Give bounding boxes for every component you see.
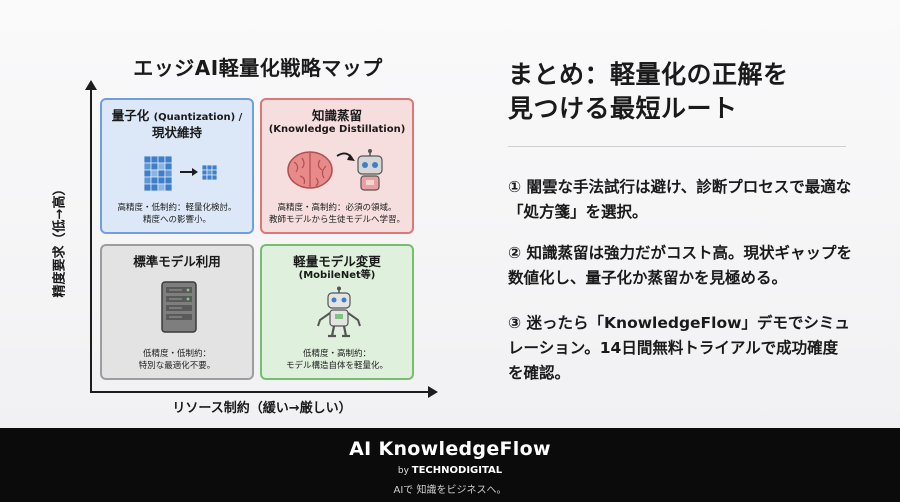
brain-icon	[287, 151, 333, 189]
grid-to-small-grid-icon	[102, 150, 252, 198]
summary-points: ① 闇雲な手法試行は避け、診断プロセスで最適な「処方箋」を選択。 ② 知識蒸留は…	[508, 175, 853, 402]
quadrant-description-line: 高精度・高制約：必須の領域。	[277, 203, 397, 213]
brand-logo: AI KnowledgeFlow	[349, 438, 551, 460]
quadrant-description-line: 精度への影響小。	[142, 215, 211, 225]
slide: エッジAI軽量化戦略マップ 精度要求（低→高） リソース制約（緩い→厳しい） 量…	[0, 0, 900, 428]
quadrant-description: 低精度・高制約： モデル構造自体を軽量化。	[266, 348, 408, 372]
robot-head-icon	[357, 149, 383, 191]
summary-point: ③ 迷ったら「KnowledgeFlow」デモでシミュレーション。14日間無料ト…	[508, 314, 850, 382]
y-axis	[90, 86, 92, 392]
quadrant-description: 高精度・低制約：軽量化検討。 精度への影響小。	[106, 202, 248, 226]
summary-point: ① 闇雲な手法試行は避け、診断プロセスで最適な「処方箋」を選択。	[508, 178, 852, 221]
quadrant-description-line: 高精度・低制約：軽量化検討。	[117, 203, 237, 213]
byline-prefix: by	[397, 466, 409, 476]
y-axis-arrow-icon	[85, 80, 97, 90]
quadrant-title: 標準モデル利用	[133, 254, 221, 269]
quadrant-knowledge-distillation: 知識蒸留 (Knowledge Distillation)	[260, 98, 414, 234]
footer: AI KnowledgeFlow by TECHNODIGITAL AIで 知識…	[0, 428, 900, 502]
quadrant-description: 高精度・高制約：必須の領域。 教師モデルから生徒モデルへ学習。	[266, 202, 408, 226]
robot-icon	[262, 286, 412, 344]
divider	[508, 146, 846, 147]
quadrant-description-line: モデル構造自体を軽量化。	[285, 361, 388, 371]
map-title: エッジAI軽量化戦略マップ	[133, 56, 383, 80]
y-axis-label: 精度要求（低→高）	[52, 182, 68, 298]
quadrant-description-line: 低精度・高制約：	[302, 349, 371, 359]
x-axis-label: リソース制約（緩い→厳しい）	[172, 401, 352, 416]
brand-byline: by TECHNODIGITAL	[0, 465, 900, 476]
summary-title-line: 見つける最短ルート	[508, 94, 738, 123]
quadrant-standard-model: 標準モデル利用 低精度・低制約： 特別な最適化不要。	[100, 244, 254, 380]
tagline: AIで 知識をビジネスへ。	[393, 485, 507, 496]
summary-title-line: まとめ：軽量化の正解を	[508, 60, 789, 89]
quadrant-lightweight-model: 軽量モデル変更 (MobileNet等) 低精度・高制約： モデル構造自体を軽量…	[260, 244, 414, 380]
x-axis-arrow-icon	[428, 386, 438, 398]
quadrant-title: 量子化 (Quantization) /	[102, 108, 252, 125]
quadrant-subtitle: (MobileNet等)	[298, 270, 376, 281]
quadrant-description-line: 低精度・低制約：	[142, 349, 211, 359]
server-icon	[102, 278, 252, 340]
quadrant-subtitle: (Knowledge Distillation)	[268, 124, 406, 135]
summary-title: まとめ：軽量化の正解を 見つける最短ルート	[508, 58, 789, 126]
quadrant-description-line: 教師モデルから生徒モデルへ学習。	[268, 215, 405, 225]
quadrant-subtitle: 現状維持	[151, 125, 202, 140]
brain-to-robot-icon	[262, 146, 412, 198]
quadrant-description: 低精度・低制約： 特別な最適化不要。	[106, 348, 248, 372]
x-axis	[90, 391, 430, 393]
summary-point: ② 知識蒸留は強力だがコスト高。現状ギャップを数値化し、量子化か蒸留かを見極める…	[508, 244, 853, 287]
quadrant-title: 知識蒸留	[311, 108, 362, 123]
quadrant-title-en: (Quantization) /	[153, 112, 243, 123]
company-name: TECHNODIGITAL	[411, 465, 503, 476]
quadrant-quantization: 量子化 (Quantization) / 現状維持	[100, 98, 254, 234]
quadrant-title: 軽量モデル変更	[293, 254, 381, 269]
quadrant-title-ja: 量子化	[111, 108, 150, 123]
quadrant-description-line: 特別な最適化不要。	[138, 361, 216, 371]
